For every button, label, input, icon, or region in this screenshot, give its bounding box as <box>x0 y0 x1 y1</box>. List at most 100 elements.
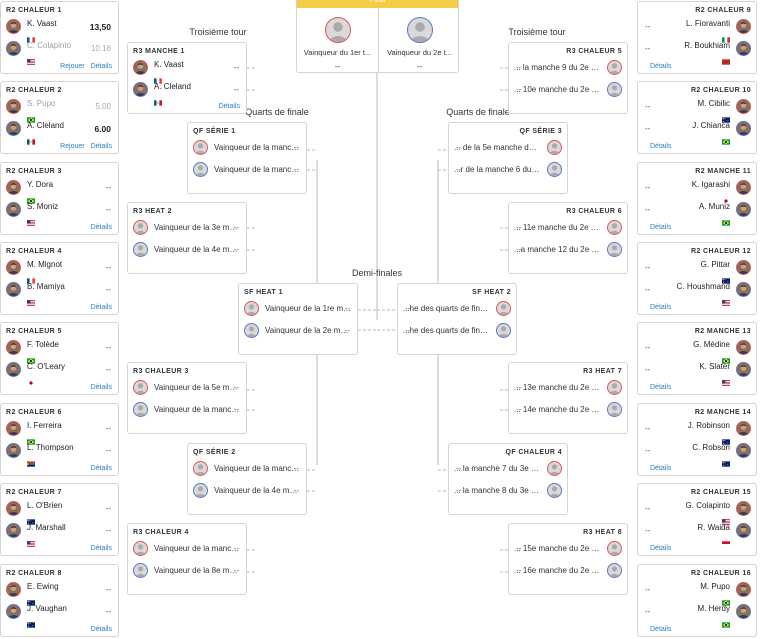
details-link[interactable]: Détails <box>90 304 112 311</box>
details-link[interactable]: Détails <box>650 224 672 231</box>
competitor-row[interactable]: Vainqueur de la 4e man...-- <box>193 481 301 503</box>
competitor-row[interactable]: Vainqueur de la 3e man...-- <box>133 218 241 240</box>
competitor-row[interactable]: ... 15e manche du 2e tour-- <box>514 539 622 561</box>
competitor-row[interactable]: ... 13e manche du 2e tour-- <box>514 378 622 400</box>
competitor-row[interactable]: ... 10e manche du 2e tour-- <box>514 80 622 102</box>
final-card[interactable]: Final Vainqueur du 1er t... -- Vainqueur… <box>296 0 459 73</box>
competitor-row[interactable]: G. Colapinto-- <box>643 499 751 525</box>
competitor-row[interactable]: E. Ewing-- <box>6 580 113 606</box>
competitor-row[interactable]: Vainqueur de la 4e man...-- <box>133 240 241 262</box>
final-slot-2[interactable]: Vainqueur du 2e t... -- <box>379 8 460 72</box>
replay-link[interactable]: Rejouer <box>60 143 85 150</box>
replay-link[interactable]: Rejouer <box>60 63 85 70</box>
competitor-row[interactable]: K. Slater-- <box>643 360 751 386</box>
details-link[interactable]: Détails <box>90 465 112 472</box>
competitor-row[interactable]: C. Houshmand-- <box>643 280 751 306</box>
competitor-row[interactable]: J. Chianca-- <box>643 119 751 145</box>
competitor-row[interactable]: G. Médine-- <box>643 338 751 364</box>
competitor-row[interactable]: C. O'Leary-- <box>6 360 113 386</box>
competitor-row[interactable]: M. Pupo-- <box>643 580 751 606</box>
competitor-row[interactable]: M. Herdy-- <box>643 602 751 628</box>
competitor-row[interactable]: ...he des quarts de finale-- <box>403 299 511 321</box>
competitor-row[interactable]: M. Mignot-- <box>6 258 113 284</box>
details-link[interactable]: Détails <box>650 384 672 391</box>
match-card-qf-chaleur-4[interactable]: QF CHALEUR 4... la manche 7 du 3e tour--… <box>448 443 568 515</box>
competitor-row[interactable]: F. Tolède-- <box>6 338 113 364</box>
competitor-row[interactable]: J. Vaughan-- <box>6 602 113 628</box>
details-link[interactable]: Détails <box>650 143 672 150</box>
competitor-row[interactable]: A. Cleland-- <box>133 80 241 106</box>
competitor-row[interactable]: L. O'Brien-- <box>6 499 113 525</box>
competitor-row[interactable]: I. Ferreira-- <box>6 419 113 445</box>
match-card-r3-chaleur-5[interactable]: R3 CHALEUR 5... la manche 9 du 2e tour--… <box>508 42 628 114</box>
competitor-row[interactable]: Vainqueur de la manch...-- <box>193 459 301 481</box>
competitor-row[interactable]: Vainqueur de la manch...-- <box>133 400 241 422</box>
competitor-row[interactable]: K. Igarashi-- <box>643 178 751 204</box>
competitor-row[interactable]: ... la manche 7 du 3e tour-- <box>454 459 562 481</box>
competitor-row[interactable]: L. Fioravanti-- <box>643 17 751 43</box>
competitor-row[interactable]: ... 11e manche du 2e tour-- <box>514 218 622 240</box>
details-link[interactable]: Détails <box>90 143 112 150</box>
competitor-row[interactable]: Vainqueur de la manch...-- <box>133 539 241 561</box>
match-card-r3-heat-7[interactable]: R3 HEAT 7... 13e manche du 2e tour--... … <box>508 362 628 434</box>
competitor-row[interactable]: Vainqueur de la 8e manch...-- <box>133 561 241 583</box>
competitor-row[interactable]: C. Robson-- <box>643 441 751 467</box>
competitor-row[interactable]: Y. Dora-- <box>6 178 113 204</box>
competitor-row[interactable]: ... de la 5e manche du R3-- <box>454 138 562 160</box>
competitor-row[interactable]: ...r de la manche 6 du R3-- <box>454 160 562 182</box>
competitor-row[interactable]: R. Boukhiam-- <box>643 39 751 65</box>
competitor-row[interactable]: Vainqueur de la manch...-- <box>193 138 301 160</box>
competitor-row[interactable]: Vainqueur de la manch...-- <box>193 160 301 182</box>
competitor-row[interactable]: ... 16e manche du 2e tour-- <box>514 561 622 583</box>
details-link[interactable]: Détails <box>90 224 112 231</box>
details-link[interactable]: Détails <box>650 63 672 70</box>
match-card-sf-heat-2[interactable]: SF HEAT 2...he des quarts de finale--...… <box>397 283 517 355</box>
competitor-row[interactable]: R. Waida-- <box>643 521 751 547</box>
details-link[interactable]: Détails <box>90 626 112 633</box>
details-link[interactable]: Détails <box>650 465 672 472</box>
details-link[interactable]: Détails <box>650 626 672 633</box>
details-link[interactable]: Détails <box>90 384 112 391</box>
competitor-row[interactable]: G. Pittar-- <box>643 258 751 284</box>
match-card-r3-heat-8[interactable]: R3 HEAT 8... 15e manche du 2e tour--... … <box>508 523 628 595</box>
competitor-row[interactable]: Vainqueur de la 1re ma...-- <box>244 299 352 321</box>
details-link[interactable]: Détails <box>218 103 240 110</box>
competitor-row[interactable]: M. Cibilic-- <box>643 97 751 123</box>
competitor-row[interactable]: Vainqueur de la 5e manch...-- <box>133 378 241 400</box>
details-link[interactable]: Détails <box>90 63 112 70</box>
details-link[interactable]: Détails <box>90 545 112 552</box>
competitor-row[interactable]: ... la manche 8 du 3e tour-- <box>454 481 562 503</box>
final-slot-1[interactable]: Vainqueur du 1er t... -- <box>297 8 378 72</box>
competitor-row[interactable]: J. Marshall-- <box>6 521 113 547</box>
competitor-row[interactable]: ... la manche 9 du 2e tour-- <box>514 58 622 80</box>
competitor-row[interactable]: ...a manche 12 du 2e tour-- <box>514 240 622 262</box>
competitor-row[interactable]: ... 14e manche du 2e tour-- <box>514 400 622 422</box>
details-link[interactable]: Détails <box>650 304 672 311</box>
competitor-row[interactable]: S. Moniz-- <box>6 200 113 226</box>
competitor-row[interactable]: J. Robinson-- <box>643 419 751 445</box>
details-link[interactable]: Détails <box>650 545 672 552</box>
